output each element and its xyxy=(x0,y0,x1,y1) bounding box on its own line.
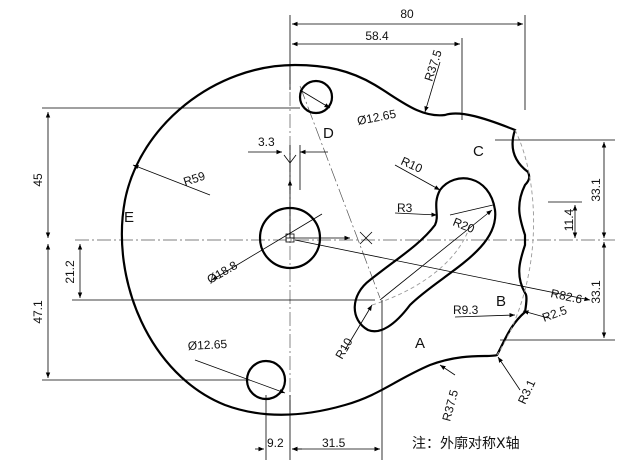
symmetry-note: 注：外廓对称X轴 xyxy=(412,435,520,452)
lower-hole-d12-65 xyxy=(245,359,287,401)
upper-hole-d12-65 xyxy=(298,79,334,115)
slot-outline xyxy=(353,177,497,333)
dim-33-1-upper: 33.1 xyxy=(589,178,603,202)
dim-58-4: 58.4 xyxy=(365,29,389,43)
dim-r2-5: R2.5 xyxy=(540,303,569,325)
dim-r37-5-bottom: R37.5 xyxy=(439,388,461,423)
slot-center-arc xyxy=(371,224,471,306)
dim-r37-5-top: R37.5 xyxy=(422,48,445,83)
dim-d12-65-top: Ø12.65 xyxy=(356,107,398,128)
kidney-slot xyxy=(353,177,497,333)
dim-3-3: 3.3 xyxy=(258,135,275,149)
dim-r82-6: R82.6 xyxy=(549,286,584,306)
dim-r3: R3 xyxy=(397,201,413,215)
dim-11-4: 11.4 xyxy=(562,208,576,231)
dim-21-2: 21.2 xyxy=(63,260,77,284)
label-b: B xyxy=(496,293,506,310)
dim-31-5: 31.5 xyxy=(322,436,346,450)
dimension-lines xyxy=(42,15,615,460)
dim-r9-3: R9.3 xyxy=(453,303,479,317)
r82-6-construction-arc xyxy=(496,129,535,356)
dim-r10-lower: R10 xyxy=(332,335,355,361)
dim-r3-1: R3.1 xyxy=(515,377,539,406)
label-c: C xyxy=(473,143,484,160)
holes xyxy=(245,79,334,401)
point-labels: A B C D E xyxy=(124,125,506,352)
dim-33-1-lower: 33.1 xyxy=(589,280,603,304)
slot-radial-centerline xyxy=(299,85,381,299)
dim-d12-65-bottom: Ø12.65 xyxy=(187,337,227,353)
dim-47-1: 47.1 xyxy=(31,300,45,324)
dim-r20: R20 xyxy=(451,215,477,236)
dim-80: 80 xyxy=(400,7,414,21)
dim-9-2: 9.2 xyxy=(267,436,284,450)
dim-r10-upper: R10 xyxy=(399,154,425,176)
label-d: D xyxy=(323,125,334,142)
label-e: E xyxy=(124,209,134,226)
dim-d18-8: Ø18.8 xyxy=(205,258,241,287)
dim-45: 45 xyxy=(31,173,45,187)
dim-r59: R59 xyxy=(182,169,208,189)
dimension-texts: 80 58.4 R37.5 Ø12.65 3.3 R10 R59 R3 R20 … xyxy=(31,7,603,450)
label-a: A xyxy=(415,335,425,352)
